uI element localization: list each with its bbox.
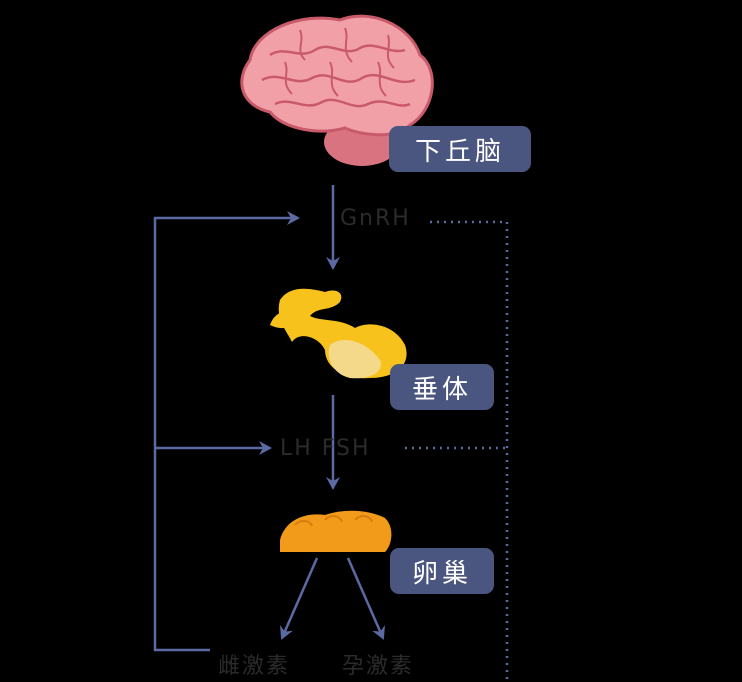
hormone-gnrh: GnRH bbox=[340, 206, 411, 231]
label-ovary: 卵巢 bbox=[390, 548, 494, 594]
hormone-progesterone: 孕激素 bbox=[342, 654, 415, 679]
pituitary-icon bbox=[270, 288, 407, 379]
label-pituitary: 垂体 bbox=[390, 364, 494, 410]
ovary-icon bbox=[280, 510, 392, 552]
arrow-ovary-to-estrogen bbox=[279, 557, 319, 640]
brain-icon bbox=[240, 14, 434, 166]
arrow-ovary-to-progesterone bbox=[346, 557, 386, 640]
dotted-feedback-line bbox=[430, 220, 509, 682]
feedback-loop-to-hypothalamus bbox=[153, 211, 300, 652]
hormone-lh-fsh: LH FSH bbox=[280, 436, 371, 461]
label-hypothalamus: 下丘脑 bbox=[389, 126, 531, 172]
hormone-estrogen: 雌激素 bbox=[218, 654, 291, 679]
